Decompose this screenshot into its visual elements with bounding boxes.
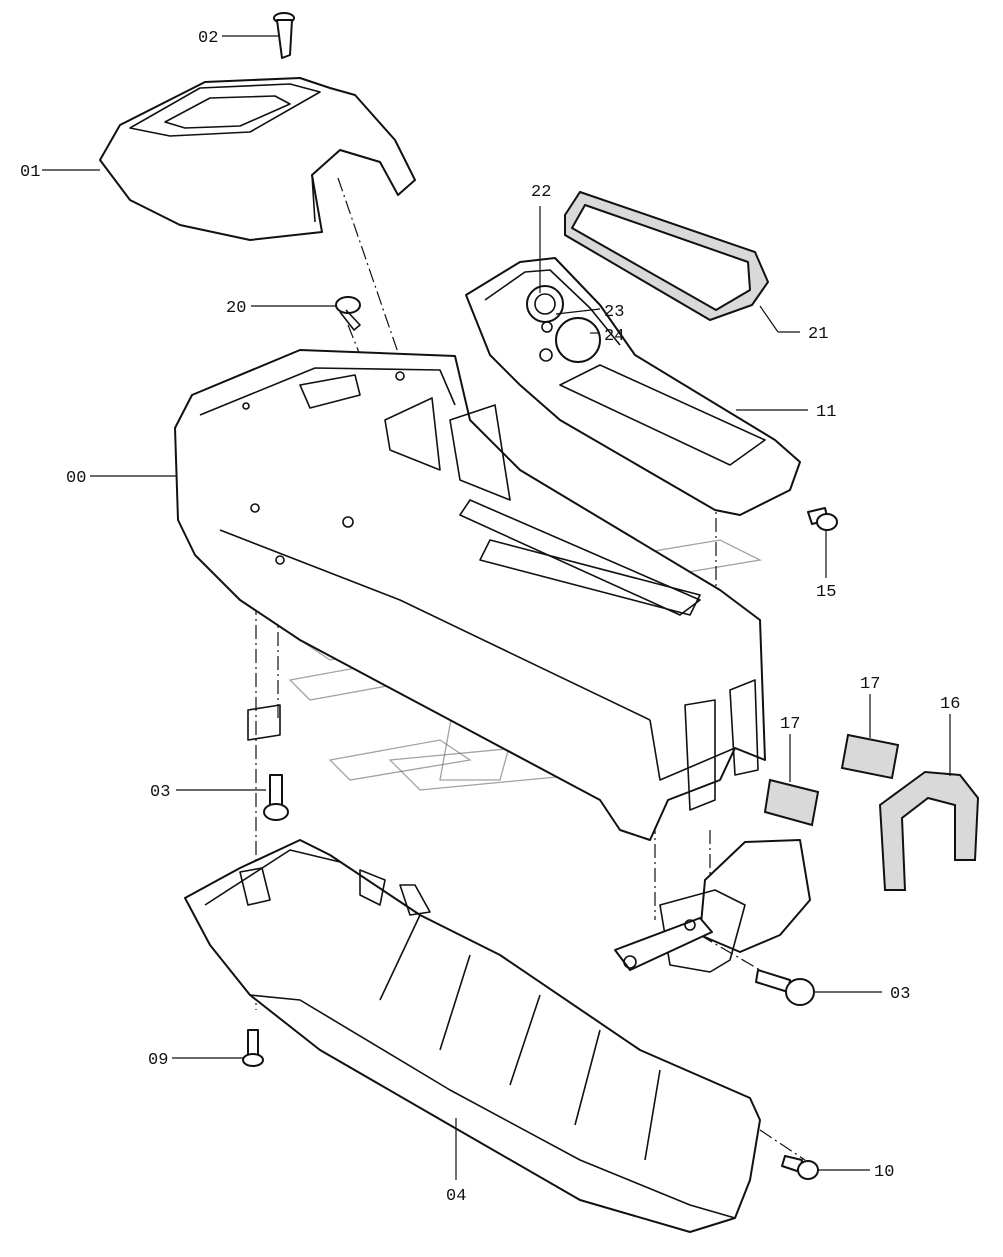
bolt-10: [781, 1155, 819, 1180]
bolt-03-right: [755, 969, 815, 1006]
callout-03-right: 03: [890, 985, 910, 1004]
callout-02: 02: [198, 29, 218, 48]
part-top-cover: [99, 77, 416, 241]
part-tray: [564, 190, 770, 322]
callout-15: 15: [816, 583, 836, 602]
screw-02: [273, 12, 295, 59]
callout-03-left: 03: [150, 783, 170, 802]
leader-lines: [42, 35, 951, 1180]
callout-04: 04: [446, 1187, 466, 1206]
part-bottom-cover: [184, 839, 761, 1233]
foam-pad-17-small: [763, 778, 820, 827]
part-side-panel: [465, 257, 801, 516]
foam-handle-16: [878, 770, 980, 891]
callout-17-large: 17: [860, 675, 880, 694]
callout-09: 09: [148, 1051, 168, 1070]
part-console-body: [174, 349, 766, 841]
callout-20: 20: [226, 299, 246, 318]
callout-17-small: 17: [780, 715, 800, 734]
bolt-03-left: [263, 774, 289, 821]
part-mounting-bracket: [614, 839, 811, 973]
callout-21: 21: [808, 325, 828, 344]
callout-00: 00: [66, 469, 86, 488]
callout-10: 10: [874, 1163, 894, 1182]
clip-20: [335, 296, 361, 331]
part-callouts: 02 01 22 20 23 24 21 11 00 15 17 16 17 0…: [20, 29, 960, 1206]
callout-24: 24: [604, 327, 624, 346]
callout-16: 16: [940, 695, 960, 714]
callout-22: 22: [531, 183, 551, 202]
callout-01: 01: [20, 163, 40, 182]
bolt-09: [242, 1029, 264, 1067]
callout-23: 23: [604, 303, 624, 322]
foam-pad-17-large: [840, 733, 900, 780]
callout-11: 11: [816, 403, 836, 422]
bolt-15: [807, 507, 838, 531]
